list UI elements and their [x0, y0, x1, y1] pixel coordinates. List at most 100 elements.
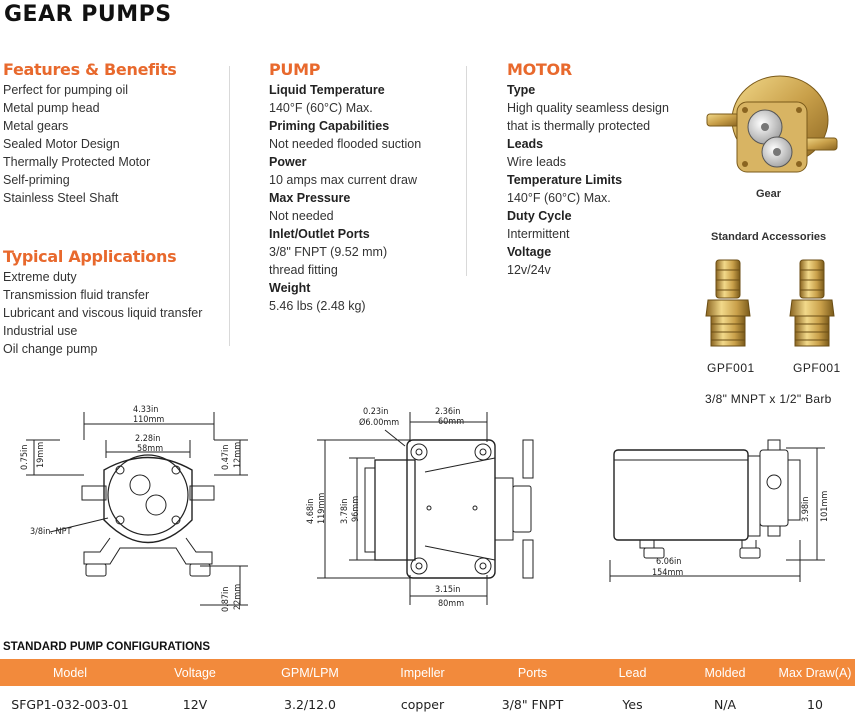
barb-caption: 3/8" MNPT x 1/2" Barb	[705, 392, 832, 406]
spec-value: High quality seamless design	[507, 101, 669, 115]
spec-value: Not needed	[269, 209, 334, 223]
gear-caption: Gear	[756, 188, 782, 200]
dim-label: 4.68in	[306, 499, 316, 524]
table-cell: 10	[807, 696, 823, 712]
application-item: Oil change pump	[3, 342, 98, 356]
spec-label: Power	[269, 155, 307, 169]
page-title: GEAR PUMPS	[4, 2, 172, 27]
feature-item: Metal pump head	[3, 101, 100, 115]
dim-label: 6.06in	[656, 557, 681, 567]
application-item: Lubricant and viscous liquid transfer	[3, 306, 203, 320]
pump-specs-section: PUMP Liquid Temperature 140°F (60°C) Max…	[269, 60, 459, 315]
dim-label: 58mm	[137, 444, 163, 454]
configurations-table: Model Voltage GPM/LPM Impeller Ports Lea…	[0, 659, 855, 722]
barb-fitting-left	[705, 259, 751, 347]
applications-heading: Typical Applications	[3, 247, 177, 266]
column-header: Lead	[590, 659, 675, 686]
port-label: 3/8in. NPT	[30, 527, 71, 537]
accessory-part-number: GPF001	[793, 361, 841, 375]
applications-section: Typical Applications Extreme duty Transm…	[3, 247, 218, 358]
dim-label: 60mm	[438, 417, 464, 427]
dim-label: 0.23in	[363, 407, 388, 417]
application-item: Extreme duty	[3, 270, 77, 284]
spec-value: Intermittent	[507, 227, 570, 241]
table-cell: N/A	[713, 696, 737, 712]
barb-fittings-image	[705, 259, 835, 347]
spec-label: Temperature Limits	[507, 173, 623, 187]
front-view-drawing: 4.33in 110mm 2.28in 58mm 0.75in 19mm 0.4…	[20, 405, 248, 612]
dim-label: 101mm	[820, 491, 830, 522]
column-divider	[229, 66, 230, 346]
dim-label: 119mm	[317, 493, 327, 524]
dim-label: 2.36in	[435, 407, 460, 417]
dim-label: 96mm	[351, 496, 361, 522]
accessories-caption: Standard Accessories	[711, 231, 827, 243]
dim-label: 80mm	[438, 599, 464, 609]
feature-item: Stainless Steel Shaft	[3, 191, 119, 205]
spec-value: that is thermally protected	[507, 119, 651, 133]
top-view-drawing: 0.23in Ø6.00mm 2.36in 60mm 4.68in 119mm …	[306, 407, 534, 609]
motor-heading: MOTOR	[507, 60, 572, 79]
spec-label: Type	[507, 83, 536, 97]
spec-value: 140°F (60°C) Max.	[507, 191, 611, 205]
spec-value: Not needed flooded suction	[269, 137, 422, 151]
dim-label: 0.87in	[221, 587, 231, 612]
features-section: Features & Benefits Perfect for pumping …	[3, 60, 218, 207]
feature-item: Thermally Protected Motor	[3, 155, 151, 169]
spec-label: Weight	[269, 281, 311, 295]
column-header: GPM/LPM	[250, 659, 370, 686]
dim-label: 22mm	[233, 584, 243, 610]
spec-label: Duty Cycle	[507, 209, 572, 223]
dim-label: 3.78in	[340, 499, 350, 524]
table-cell: copper	[400, 696, 445, 712]
table-cell: 3.2/12.0	[284, 696, 336, 712]
column-header: Impeller	[370, 659, 475, 686]
feature-item: Metal gears	[3, 119, 69, 133]
table-row: SFGP1-032-003-01 12V 3.2/12.0 copper 3/8…	[0, 686, 855, 722]
dim-label: 12mm	[233, 442, 243, 468]
spec-label: Voltage	[507, 245, 552, 259]
spec-label: Leads	[507, 137, 544, 151]
dim-label: 0.75in	[20, 445, 30, 470]
spec-value: 10 amps max current draw	[269, 173, 417, 187]
side-view-drawing: 6.06in 154mm 3.98in 101mm	[609, 439, 830, 582]
spec-value: 3/8" FNPT (9.52 mm)	[269, 245, 388, 259]
accessory-part-number: GPF001	[707, 361, 755, 375]
column-header: Model	[0, 659, 140, 686]
table-cell: 3/8" FNPT	[501, 696, 564, 712]
spec-value: 12v/24v	[507, 263, 551, 277]
dim-label: 154mm	[652, 568, 683, 578]
column-header: Ports	[475, 659, 590, 686]
dim-label: Ø6.00mm	[359, 417, 399, 428]
motor-specs-section: MOTOR Type High quality seamless design …	[507, 60, 687, 279]
spec-value: thread fitting	[269, 263, 338, 277]
application-item: Industrial use	[3, 324, 78, 338]
spec-value: 5.46 lbs (2.48 kg)	[269, 299, 366, 313]
dim-label: 110mm	[133, 415, 164, 425]
column-divider	[466, 66, 467, 276]
spec-label: Liquid Temperature	[269, 83, 385, 97]
feature-item: Sealed Motor Design	[3, 137, 120, 151]
dim-label: 4.33in	[133, 405, 158, 415]
column-header: Max Draw(A)	[775, 659, 855, 686]
spec-label: Priming Capabilities	[269, 119, 390, 133]
gear-pump-head-image	[706, 75, 838, 173]
table-cell: Yes	[622, 696, 643, 712]
spec-value: 140°F (60°C) Max.	[269, 101, 373, 115]
dim-label: 3.15in	[435, 585, 460, 595]
spec-label: Inlet/Outlet Ports	[269, 227, 370, 241]
dim-label: 19mm	[36, 442, 46, 468]
spec-value: Wire leads	[507, 155, 567, 169]
barb-fitting-right	[789, 259, 835, 347]
dim-label: 3.98in	[801, 497, 811, 522]
feature-item: Perfect for pumping oil	[3, 83, 129, 97]
pump-heading: PUMP	[269, 60, 321, 79]
configurations-title: STANDARD PUMP CONFIGURATIONS	[3, 641, 210, 653]
table-cell: 12V	[182, 696, 208, 712]
application-item: Transmission fluid transfer	[3, 288, 150, 302]
table-header-row: Model Voltage GPM/LPM Impeller Ports Lea…	[0, 659, 855, 686]
column-header: Voltage	[140, 659, 250, 686]
feature-item: Self-priming	[3, 173, 70, 187]
table-cell: SFGP1-032-003-01	[11, 696, 129, 712]
dim-label: 0.47in	[221, 445, 231, 470]
